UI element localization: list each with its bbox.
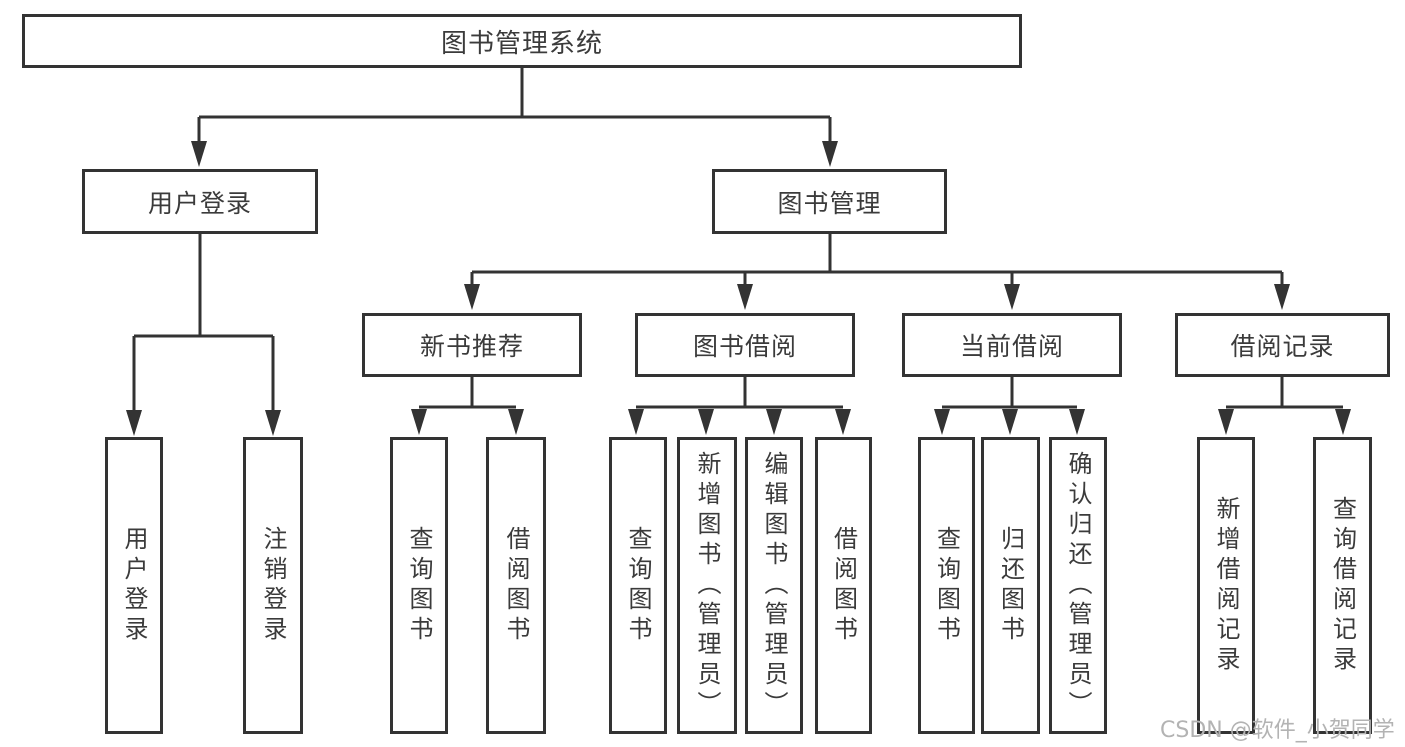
tree-edges [132,68,1343,412]
node-label: 归还图书 [996,525,1025,646]
node-label: 图书借阅 [692,332,797,361]
arrowhead [628,409,644,435]
node-label: 新书推荐 [419,332,524,361]
leaf-return-books: 归还图书 [981,437,1040,734]
arrowhead [1335,409,1351,435]
node-borrowing-records: 借阅记录 [1175,313,1390,377]
arrowhead [191,141,207,167]
leaf-query-books-current: 查询图书 [918,437,975,734]
node-label: 查询图书 [405,525,433,646]
arrowhead [698,409,714,435]
node-current-borrowing: 当前借阅 [902,313,1122,377]
arrowhead [766,409,782,435]
leaf-add-books-admin: 新增图书（管理员） [677,437,737,734]
node-label: 借阅图书 [502,525,530,646]
arrowhead [1002,409,1018,435]
leaf-edit-books-admin: 编辑图书（管理员） [745,437,803,734]
node-book-management: 图书管理 [712,169,947,234]
leaf-query-borrow-record: 查询借阅记录 [1313,437,1372,734]
arrowhead [126,410,142,436]
arrowhead [265,410,281,436]
node-label: 查询图书 [624,525,652,646]
arrowhead [411,409,427,435]
arrowhead [934,409,950,435]
leaf-logout: 注销登录 [243,437,303,734]
arrowhead [1069,409,1085,435]
node-user-login: 用户登录 [82,169,318,234]
arrowhead [822,141,838,167]
node-label: 图书管理系统 [440,28,603,59]
node-new-book-recommend: 新书推荐 [362,313,582,377]
node-book-borrowing: 图书借阅 [635,313,855,377]
node-library-management-system: 图书管理系统 [22,14,1022,68]
node-label: 查询借阅记录 [1328,495,1357,676]
node-label: 注销登录 [259,525,287,646]
leaf-borrow-books-recommend: 借阅图书 [486,437,546,734]
node-label: 查询图书 [932,525,961,646]
node-label: 用户登录 [120,525,148,646]
node-label: 借阅图书 [829,525,858,646]
node-label: 新增借阅记录 [1212,495,1240,676]
leaf-user-login: 用户登录 [105,437,163,734]
leaf-query-books-recommend: 查询图书 [390,437,448,734]
node-label: 当前借阅 [959,332,1064,361]
node-label: 编辑图书（管理员） [760,450,788,721]
node-label: 新增图书（管理员） [693,450,721,721]
arrowhead [737,284,753,310]
leaf-confirm-return-admin: 确认归还（管理员） [1049,437,1107,734]
node-label: 借阅记录 [1230,332,1335,361]
leaf-add-borrow-record: 新增借阅记录 [1197,437,1255,734]
arrowhead [508,409,524,435]
arrowhead [464,284,480,310]
arrowhead [1274,284,1290,310]
leaf-borrow-books: 借阅图书 [815,437,872,734]
arrowhead [835,409,851,435]
node-label: 用户登录 [147,188,252,218]
node-label: 图书管理 [777,188,882,218]
leaf-query-books-borrowing: 查询图书 [609,437,667,734]
node-label: 确认归还（管理员） [1064,450,1092,721]
arrowhead [1004,284,1020,310]
csdn-watermark: CSDN @软件_小贺同学 [1160,718,1395,743]
arrowhead [1218,409,1234,435]
